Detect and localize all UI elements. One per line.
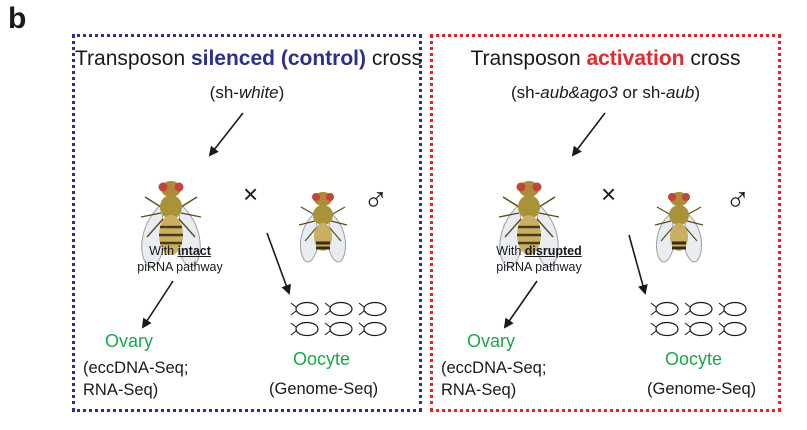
arrow-to-oocyte xyxy=(628,234,648,295)
flow-arrows xyxy=(141,112,291,329)
arrow-to-female xyxy=(208,112,244,157)
oocyte-label: Oocyte xyxy=(293,349,351,369)
panel-subtitle: (sh-aub&ago3 or sh-aub) xyxy=(510,83,701,102)
arrow-to-ovary xyxy=(503,280,538,329)
ovary-assays: (eccDNA-Seq;RNA-Seq) xyxy=(441,359,547,399)
arrow-to-ovary xyxy=(141,280,174,329)
ovary-label: Ovary xyxy=(467,331,516,351)
control-cross-panel: Transposon silenced (control) cross (sh-… xyxy=(72,34,422,412)
arrow-to-female xyxy=(571,112,606,157)
panel-title: Transposon silenced (control) cross xyxy=(75,47,422,70)
panel-subtitle: (sh-white) xyxy=(209,83,285,102)
title-highlight: silenced (control) xyxy=(190,47,366,70)
title-highlight: activation xyxy=(586,47,685,70)
arrow-to-oocyte xyxy=(266,232,291,295)
oocyte-assay: (Genome-Seq) xyxy=(269,380,379,398)
activation-cross-panel: Transposon activation cross (sh-aub&ago3… xyxy=(430,34,781,412)
flow-arrows xyxy=(503,112,648,329)
panel-title: Transposon activation cross xyxy=(470,47,741,70)
female-label: With disrupted piRNA pathway xyxy=(496,244,582,274)
male-symbol-icon: ♂ xyxy=(725,181,751,219)
male-symbol-icon: ♂ xyxy=(363,181,389,219)
ovary-label: Ovary xyxy=(105,331,154,351)
oocyte-label: Oocyte xyxy=(665,349,723,369)
cross-symbol: × xyxy=(601,179,617,209)
panel-letter: b xyxy=(8,2,27,35)
ovary-assays: (eccDNA-Seq;RNA-Seq) xyxy=(83,359,189,399)
female-label: With intact piRNA pathway xyxy=(137,244,223,274)
oocyte-assay: (Genome-Seq) xyxy=(647,380,757,398)
cross-symbol: × xyxy=(243,179,259,209)
